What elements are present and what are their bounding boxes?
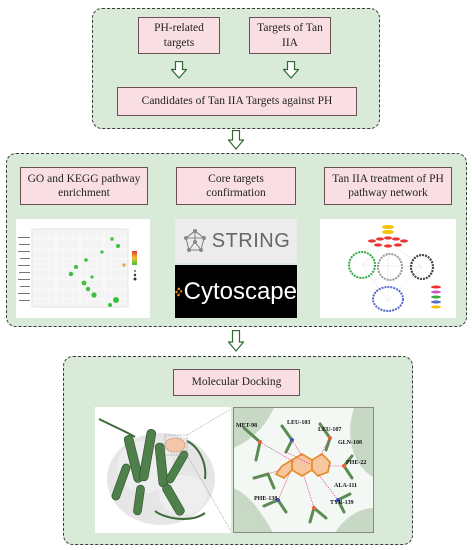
residue-label: MET-98	[236, 423, 258, 429]
down-arrow-icon	[283, 61, 299, 79]
cytoscape-logo-panel: Cytoscape	[175, 265, 297, 318]
down-arrow-icon	[228, 330, 244, 352]
residue-label: TYR-139	[330, 500, 354, 506]
residue-label: ALA-111	[334, 483, 358, 489]
down-arrow-icon	[171, 61, 187, 79]
residue-label: PHE-138	[254, 496, 278, 502]
residue-label: GLN-108	[338, 440, 362, 446]
go-kegg-box: GO and KEGG pathway enrichment	[20, 167, 148, 205]
ph-related-targets-box: PH-related targets	[138, 17, 220, 54]
binding-site-image: MET-98 LEU-103 LEU-107 GLN-108 PHE-22 AL…	[233, 407, 374, 533]
cytoscape-logo-text: Cytoscape	[183, 277, 297, 305]
down-arrow-icon	[228, 130, 244, 150]
residue-label: LEU-107	[318, 427, 342, 433]
cytoscape-network-icon	[175, 287, 183, 296]
protein-structure-image	[95, 407, 231, 533]
residue-label: LEU-103	[287, 420, 311, 426]
residue-label: PHE-22	[346, 460, 367, 466]
candidates-box: Candidates of Tan IIA Targets against PH	[117, 87, 357, 116]
string-logo-text: STRING	[211, 229, 291, 252]
pathway-network-image	[320, 219, 456, 318]
pathway-network-box: Tan IIA treatment of PH pathway network	[324, 167, 452, 205]
molecular-docking-box: Molecular Docking	[173, 369, 300, 396]
enrichment-bubble-plot	[16, 219, 150, 318]
tan-iia-targets-box: Targets of Tan IIA	[249, 17, 331, 54]
string-logo-panel: STRING	[175, 219, 297, 263]
core-targets-box: Core targets confirmation	[176, 167, 296, 205]
string-network-icon	[183, 229, 206, 252]
